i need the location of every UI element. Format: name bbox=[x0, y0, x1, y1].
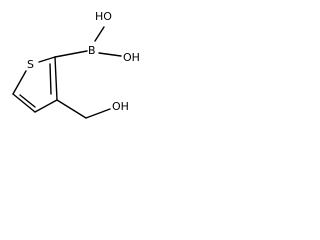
bond-c3-c2 bbox=[54, 56, 58, 101]
atom-label-sulfur: S bbox=[27, 58, 34, 71]
bond-c5-c4-inner bbox=[19, 94, 36, 108]
bond-c4-c3 bbox=[34, 99, 58, 113]
structure-diagram: S B HO OH OH bbox=[12, 10, 140, 119]
bond-b-oh-right bbox=[98, 52, 122, 57]
bond-c5-c4 bbox=[12, 93, 36, 113]
atom-label-hydroxyl-right: OH bbox=[123, 51, 140, 64]
atom-label-boron: B bbox=[88, 44, 96, 57]
atom-label-hydroxyl-top: HO bbox=[95, 10, 112, 23]
atom-label-hydroxymethyl-oh: OH bbox=[112, 100, 129, 113]
bond-c3-ch2 bbox=[56, 99, 87, 119]
bond-c3-c2-inner bbox=[49, 63, 52, 95]
bond-ch2-o bbox=[85, 108, 111, 119]
bond-b-oh-top bbox=[94, 26, 105, 42]
bond-s-c2 bbox=[38, 56, 56, 63]
bond-c2-b bbox=[54, 50, 88, 58]
bond-s-c5 bbox=[12, 70, 27, 95]
